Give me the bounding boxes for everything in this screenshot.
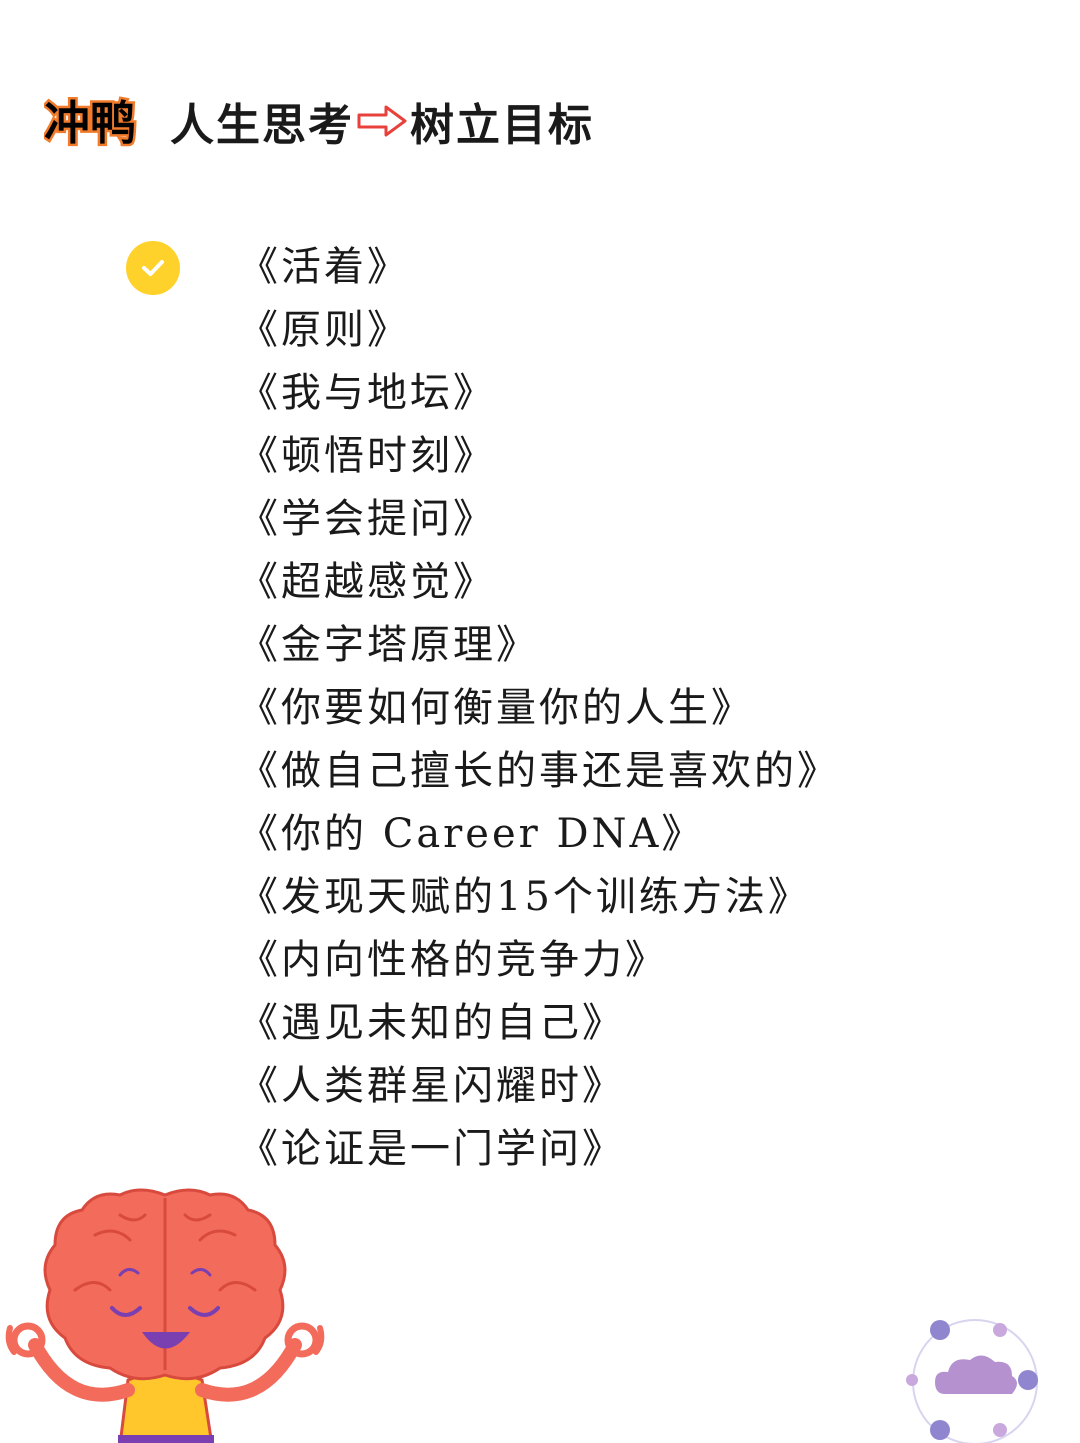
header: 冲鸭 人生思考 树立目标 xyxy=(44,86,594,156)
list-item: 《超越感觉》 xyxy=(238,559,496,605)
cloud-orbit-illustration xyxy=(906,1319,1038,1443)
list-item: 《活着》 xyxy=(238,244,410,290)
list-item: 《发现天赋的15个训练方法》 xyxy=(238,874,811,920)
list-item: 《我与地坛》 xyxy=(238,370,496,416)
hollow-right-arrow-icon xyxy=(357,105,407,137)
list-item: 《你要如何衡量你的人生》 xyxy=(238,685,754,731)
list-item: 《原则》 xyxy=(238,307,410,353)
list-item: 《论证是一门学问》 xyxy=(238,1126,625,1172)
list-item: 《金字塔原理》 xyxy=(238,622,539,668)
logo-text: 冲鸭 xyxy=(44,96,136,150)
list-item: 《顿悟时刻》 xyxy=(238,433,496,479)
list-item: 《学会提问》 xyxy=(238,496,496,542)
title-right: 树立目标 xyxy=(410,100,594,151)
page-title: 人生思考 树立目标 xyxy=(170,89,594,153)
list-item: 《遇见未知的自己》 xyxy=(238,1000,625,1046)
list-item: 《做自己擅长的事还是喜欢的》 xyxy=(238,748,840,794)
list-item: 《内向性格的竞争力》 xyxy=(238,937,668,983)
book-list: 《活着》 《原则》 《我与地坛》 《顿悟时刻》 《学会提问》 《超越感觉》 《金… xyxy=(238,236,840,1181)
meditating-brain-illustration xyxy=(5,1188,325,1443)
list-item: 《你的 Career DNA》 xyxy=(238,811,705,857)
chongya-logo: 冲鸭 xyxy=(44,94,139,153)
title-left: 人生思考 xyxy=(170,100,354,151)
checkmark-circle-icon xyxy=(126,241,180,295)
list-item: 《人类群星闪耀时》 xyxy=(238,1063,625,1109)
